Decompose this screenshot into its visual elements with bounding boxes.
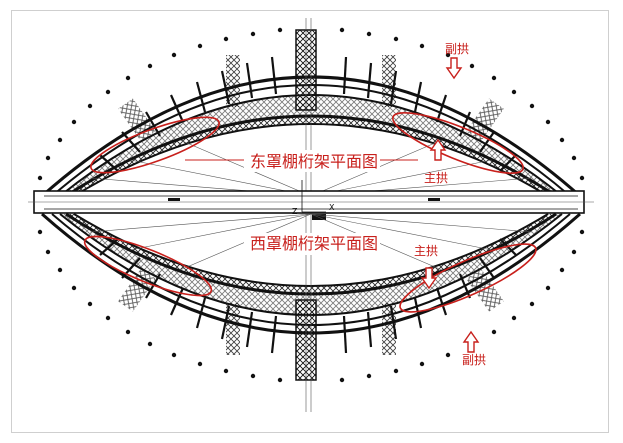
- east-right-highlight: [392, 112, 524, 174]
- east-canopy-title: 东罩棚桁架平面图: [250, 152, 378, 171]
- sub-arch-bottom-label: 副拱: [462, 353, 486, 367]
- west-canopy: [37, 212, 585, 412]
- main-arch-bottom-label: 主拱: [414, 244, 438, 258]
- axis-x-label: X: [329, 203, 335, 212]
- main-arch-top-arrow: [429, 138, 447, 161]
- annotations: 东罩棚桁架平面图 西罩棚桁架平面图 副拱 主拱 主拱 副拱: [83, 42, 537, 367]
- east-radial-members: [99, 56, 517, 172]
- west-support-dots: [37, 229, 585, 383]
- center-beam: [28, 190, 594, 220]
- east-support-dots: [37, 27, 585, 181]
- main-arch-top-label: 主拱: [424, 171, 448, 185]
- main-arch-bottom-arrow: [420, 267, 438, 290]
- east-left-highlight: [90, 116, 220, 174]
- west-canopy-title: 西罩棚桁架平面图: [250, 234, 378, 253]
- sub-arch-bottom-arrow: [462, 330, 480, 353]
- axis-z-label: Z: [292, 207, 298, 216]
- sub-arch-top-label: 副拱: [445, 42, 469, 56]
- west-left-highlight: [83, 235, 213, 297]
- sub-arch-top-arrow: [445, 57, 463, 80]
- axis-marker: Z X: [292, 180, 335, 216]
- west-right-highlight: [399, 243, 537, 313]
